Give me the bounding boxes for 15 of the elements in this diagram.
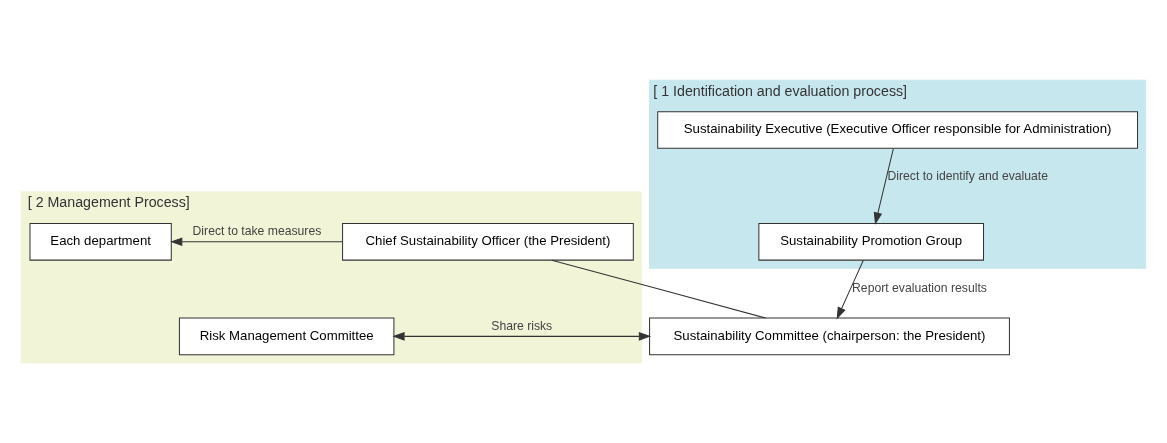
edge-label: Report evaluation results (852, 281, 987, 296)
edge-label: Direct to take measures (192, 224, 322, 239)
arrow (170, 237, 343, 247)
node-box: Sustainability Committee (chairperson: the President) (649, 317, 1010, 356)
connector (551, 259, 767, 319)
node-box: Risk Management Committee (178, 317, 395, 356)
node-box: Chief Sustainability Officer (the President) (342, 223, 634, 261)
node-box: Each department (29, 223, 172, 261)
arrow (873, 148, 894, 225)
edge-label: Share risks (491, 318, 553, 333)
node-box: Sustainability Promotion Group (758, 223, 984, 261)
arrow (392, 332, 652, 341)
arrow (836, 259, 864, 320)
node-box: Sustainability Executive (Executive Officer responsible for Administration) (657, 111, 1139, 149)
edge-label: Direct to identify and evaluate (887, 169, 1049, 184)
